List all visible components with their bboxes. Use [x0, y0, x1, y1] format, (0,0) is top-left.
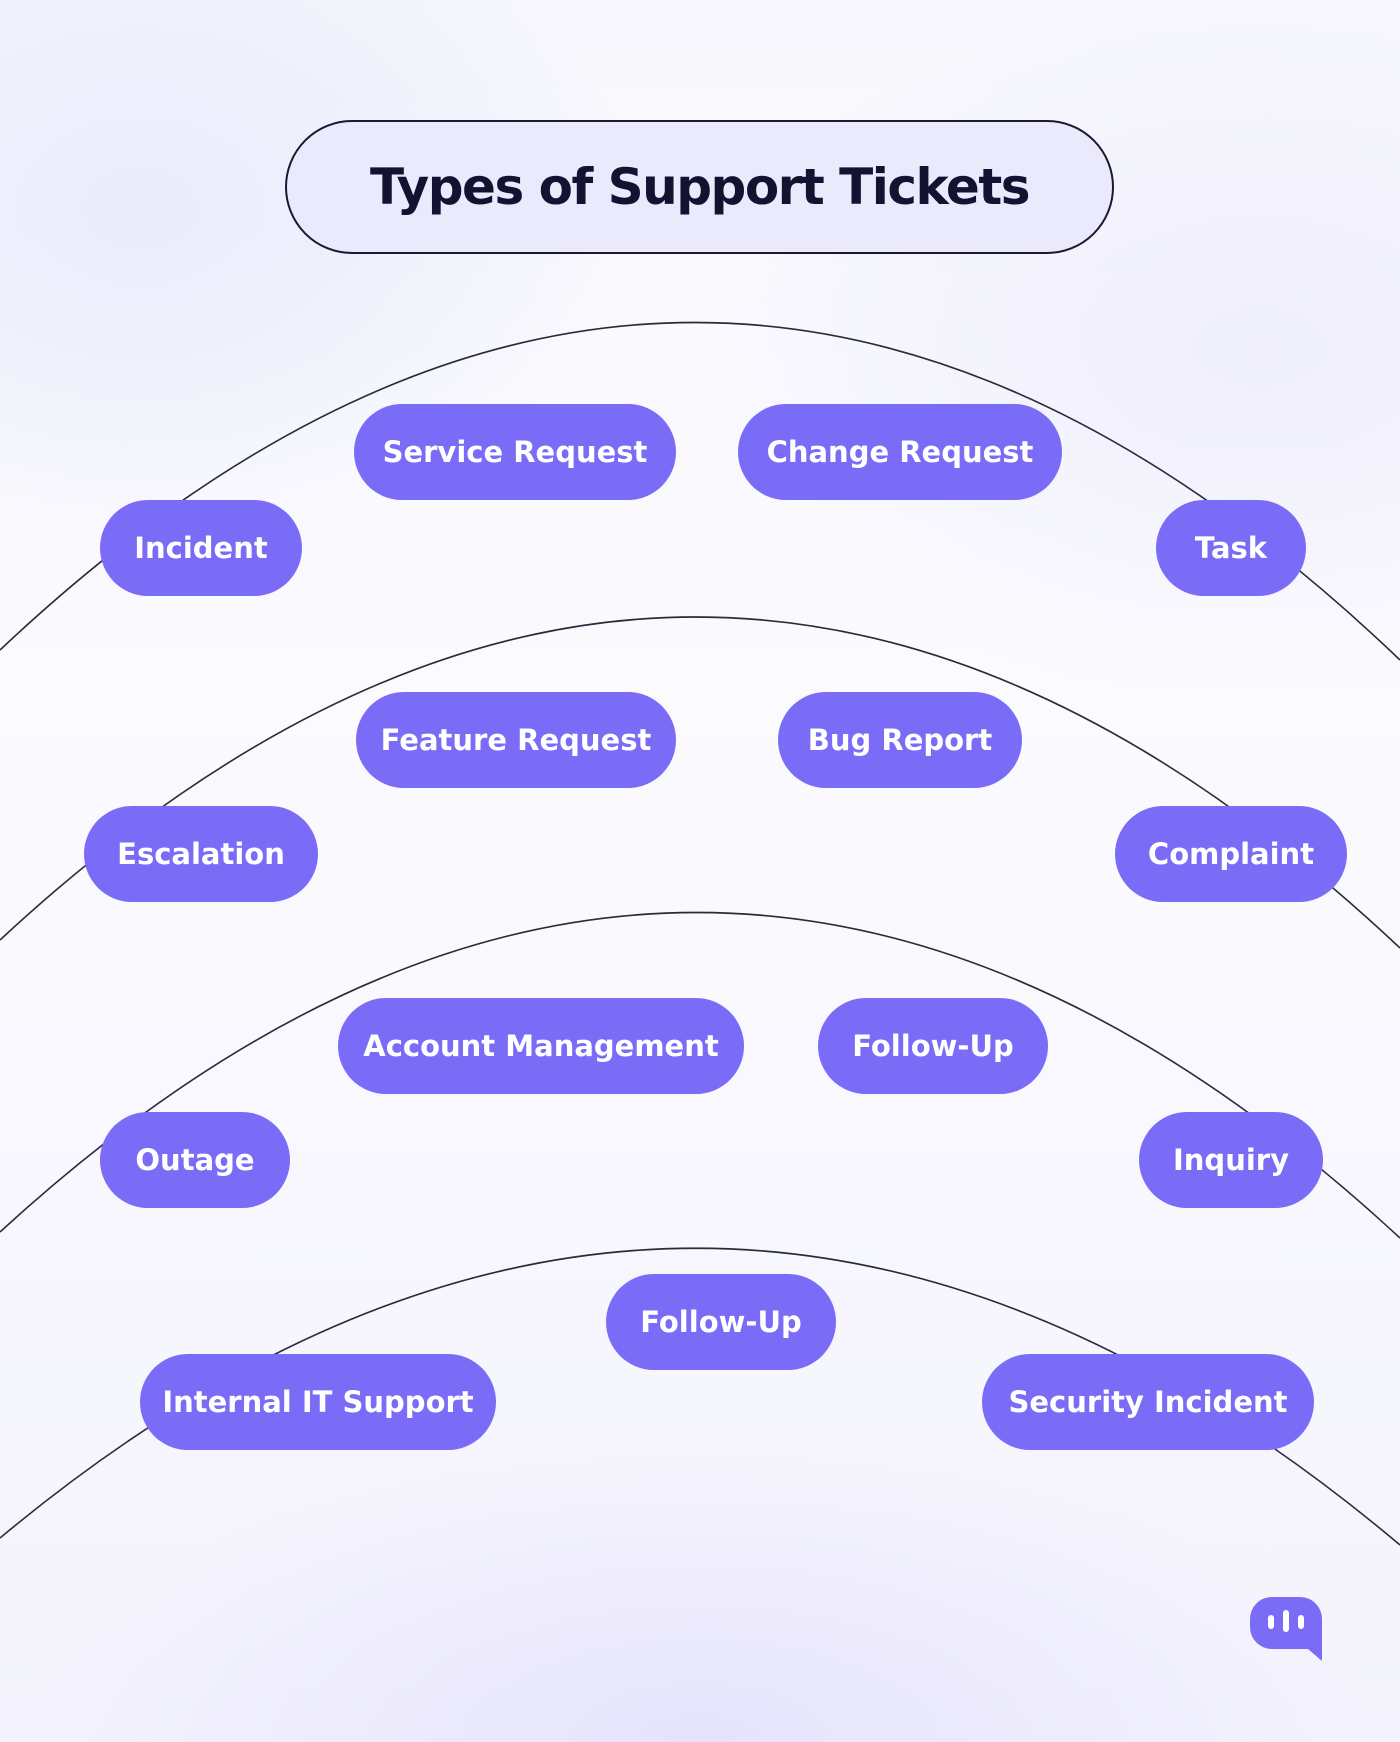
title-box: Types of Support Tickets	[285, 120, 1114, 254]
ticket-type-security-incident: Security Incident	[982, 1354, 1314, 1450]
ticket-type-escalation: Escalation	[84, 806, 318, 902]
ticket-type-internal-it-support: Internal IT Support	[140, 1354, 496, 1450]
ticket-type-account-management: Account Management	[338, 998, 744, 1094]
ticket-type-change-request: Change Request	[738, 404, 1062, 500]
ticket-type-incident: Incident	[100, 500, 302, 596]
connector-arc-row-3	[0, 911, 1400, 1239]
ticket-type-service-request: Service Request	[354, 404, 676, 500]
chat-bubble-bars-icon	[1250, 1597, 1322, 1661]
ticket-type-follow-up: Follow-Up	[818, 998, 1048, 1094]
ticket-type-feature-request: Feature Request	[356, 692, 676, 788]
ticket-type-outage: Outage	[100, 1112, 290, 1208]
ticket-type-bug-report: Bug Report	[778, 692, 1022, 788]
page-title: Types of Support Tickets	[369, 158, 1031, 216]
ticket-type-follow-up-secondary: Follow-Up	[606, 1274, 836, 1370]
connector-arc-row-2	[0, 616, 1400, 949]
ticket-type-inquiry: Inquiry	[1139, 1112, 1323, 1208]
ticket-type-task: Task	[1156, 500, 1306, 596]
connector-arc-row-1	[0, 321, 1400, 661]
ticket-type-complaint: Complaint	[1115, 806, 1347, 902]
